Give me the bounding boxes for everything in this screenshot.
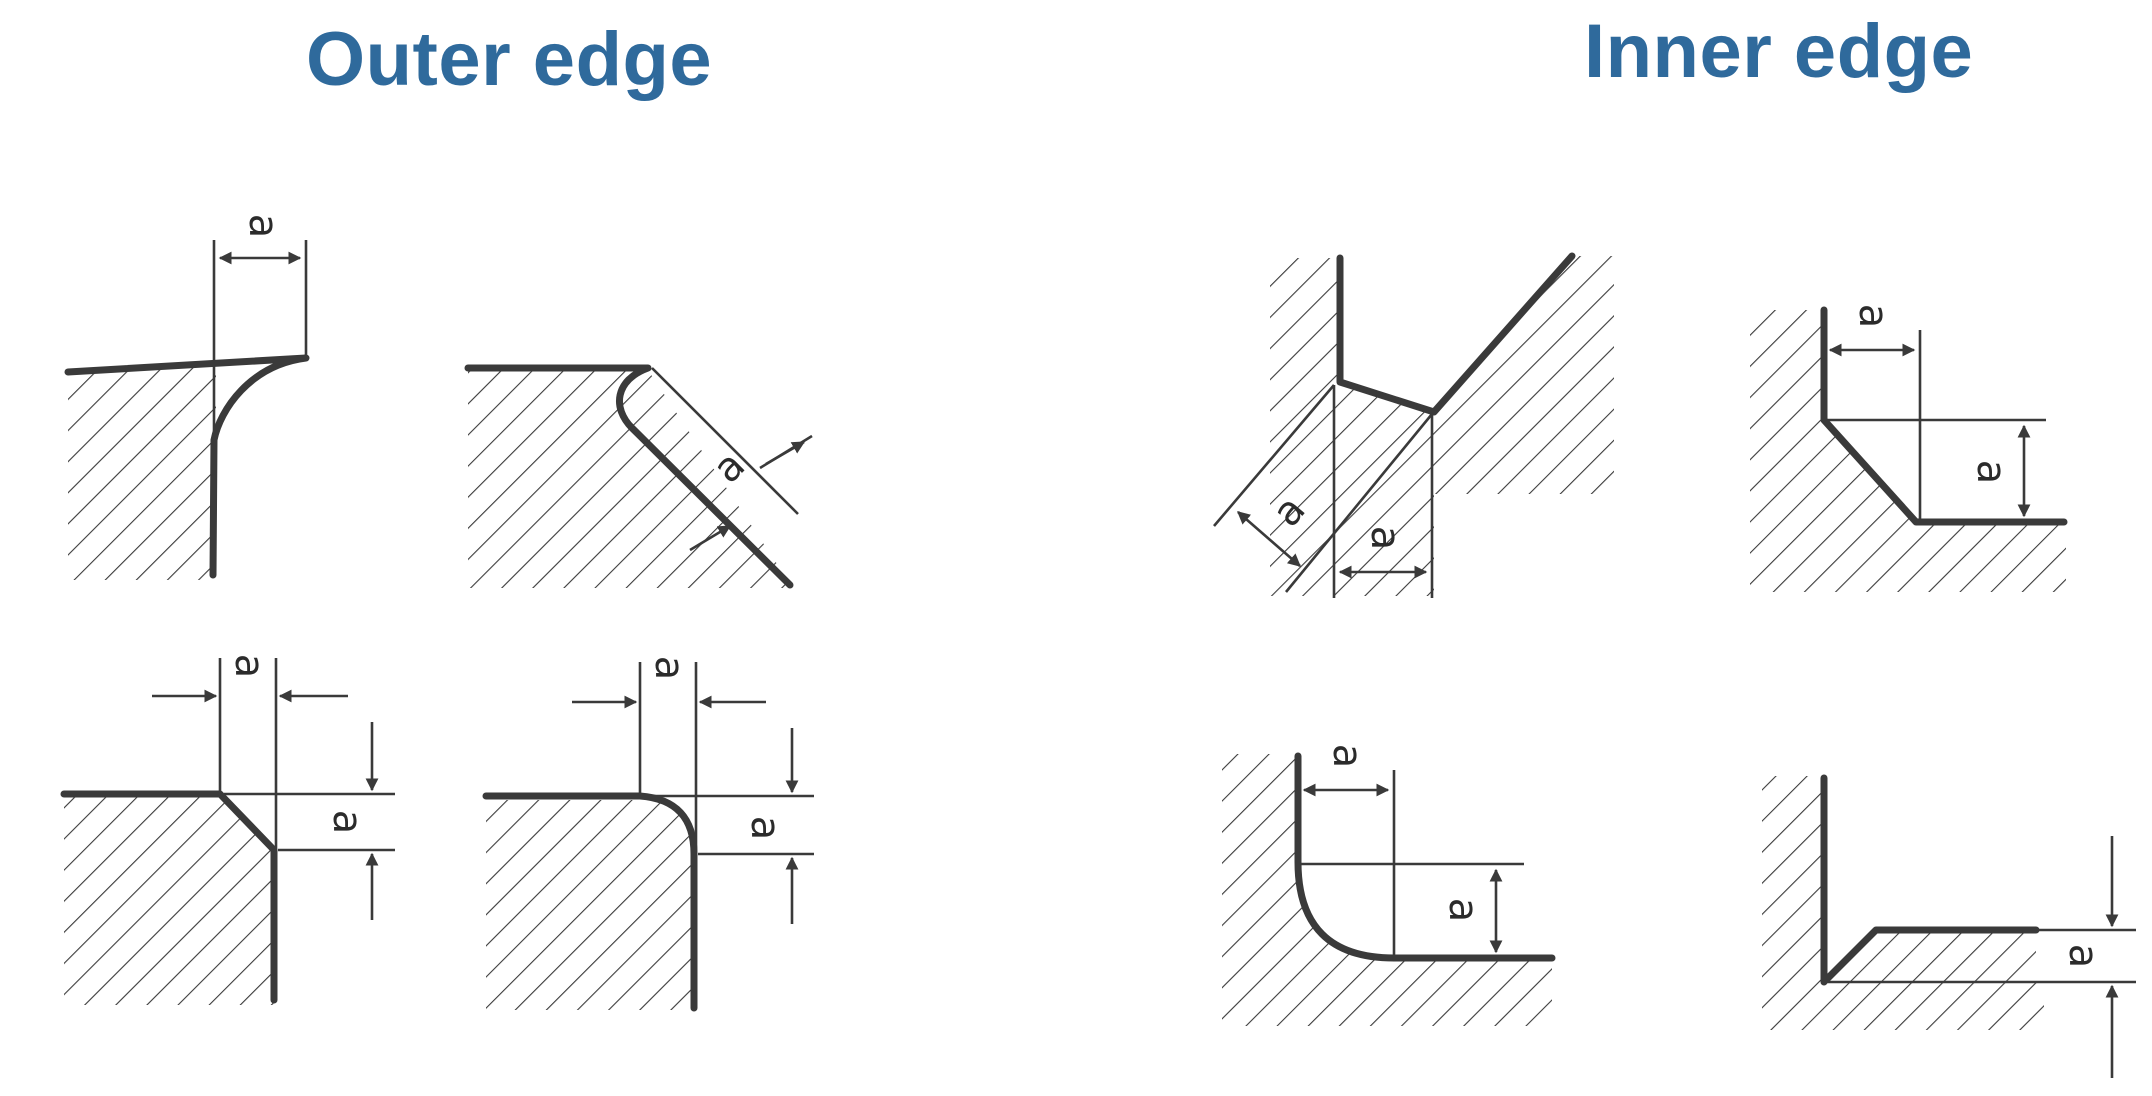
dimension-label-a: a (1362, 526, 1408, 551)
material-hatch (1750, 310, 2066, 592)
dimension-label-a: a (240, 214, 286, 239)
dimension-label-a: a (646, 656, 692, 681)
material-hatch (64, 796, 276, 1005)
outer-edge-diagram-1: a (64, 214, 310, 580)
dimension-label-a: a (1850, 304, 1896, 329)
dimension-label-a: a (1440, 898, 1486, 923)
material-hatch (1270, 258, 1434, 596)
inner-edge-diagram-2: a a (1750, 304, 2068, 592)
material-hatch (1434, 256, 1614, 494)
inner-edge-diagram-4: a (1762, 774, 2136, 1078)
dimension-label-a: a (742, 816, 788, 841)
edge-profile (1336, 252, 1576, 416)
inner-edge-diagram-3: a a (1222, 744, 1556, 1026)
edge-profile (1294, 752, 1556, 962)
material-hatch (1762, 776, 2044, 1030)
inner-edge-title: Inner edge (1584, 9, 1974, 94)
edge-profile (60, 790, 278, 1004)
dimension-label-a: a (2060, 944, 2106, 969)
dimension-label-a: a (1968, 460, 2014, 485)
material-hatch (486, 800, 694, 1010)
outer-edge-diagram-3: a a (60, 654, 395, 1005)
dimension-label-a: a (226, 654, 272, 679)
material-hatch (468, 370, 793, 588)
edge-profile (1822, 926, 2040, 984)
outer-edge-diagram-4: a a (482, 656, 814, 1012)
edge-profile (1820, 306, 2068, 526)
edge-profile (64, 354, 310, 579)
inner-edge-diagram-1: a a (1213, 252, 1614, 598)
material-hatch (68, 362, 216, 580)
dimension-label-a: a (324, 810, 370, 835)
outer-edge-diagram-2: a (464, 364, 813, 589)
material-hatch (1222, 754, 1552, 1026)
outer-edge-title: Outer edge (306, 17, 713, 102)
edge-profile (464, 364, 794, 589)
material-hatch (1824, 930, 2036, 982)
dimension-label-a: a (1324, 744, 1370, 769)
